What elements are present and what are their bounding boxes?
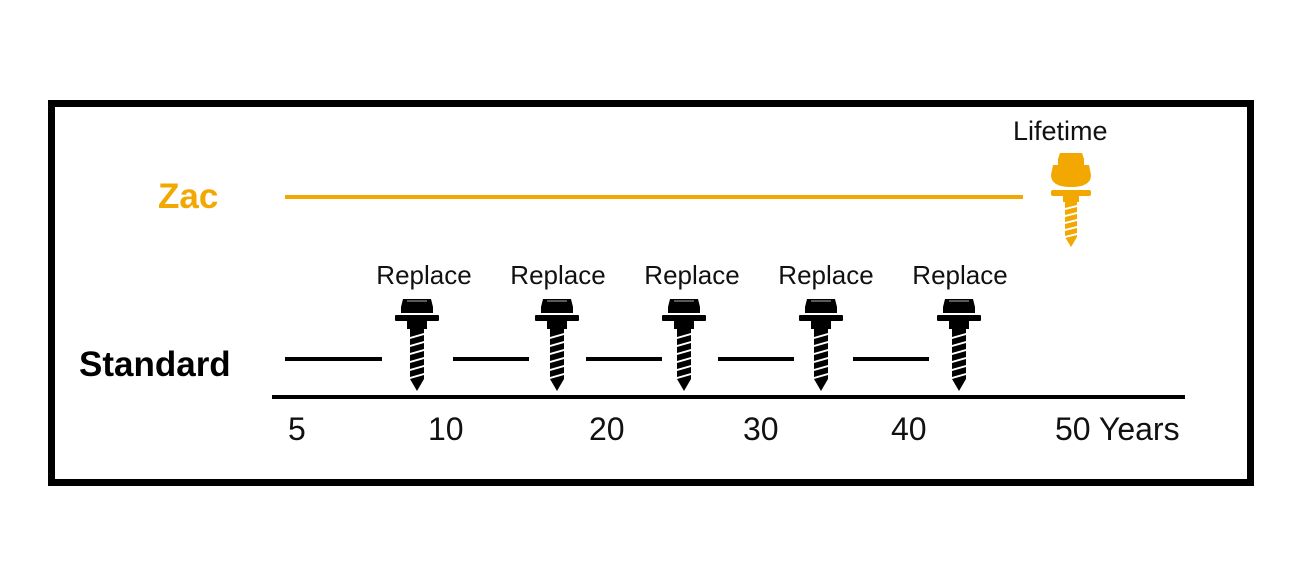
standard-screw-icon xyxy=(662,299,706,391)
diagram-frame: Zac Lifetime Standard Replace Replace Re… xyxy=(48,100,1254,486)
zac-row-label: Zac xyxy=(158,177,219,216)
axis-tick-label: 5 xyxy=(288,411,306,447)
axis-tick-label: 30 xyxy=(743,411,779,447)
replace-label: Replace xyxy=(644,260,740,290)
standard-row-label: Standard xyxy=(79,345,231,384)
axis-tick-label: 10 xyxy=(428,411,464,447)
axis-tick-label: 20 xyxy=(589,411,625,447)
standard-screw-icon xyxy=(395,299,439,391)
standard-screw-icon xyxy=(937,299,981,391)
replace-label: Replace xyxy=(510,260,606,290)
axis-tick-label: 40 xyxy=(891,411,927,447)
zac-screw-icon xyxy=(1051,153,1091,247)
replace-label: Replace xyxy=(376,260,472,290)
axis-tick-label: 50 Years xyxy=(1055,411,1180,447)
replace-label: Replace xyxy=(912,260,1008,290)
replace-label: Replace xyxy=(778,260,874,290)
standard-screw-icon xyxy=(535,299,579,391)
lifetime-label: Lifetime xyxy=(1013,116,1108,146)
timeline-graphic xyxy=(272,153,1185,399)
standard-screw-icon xyxy=(799,299,843,391)
